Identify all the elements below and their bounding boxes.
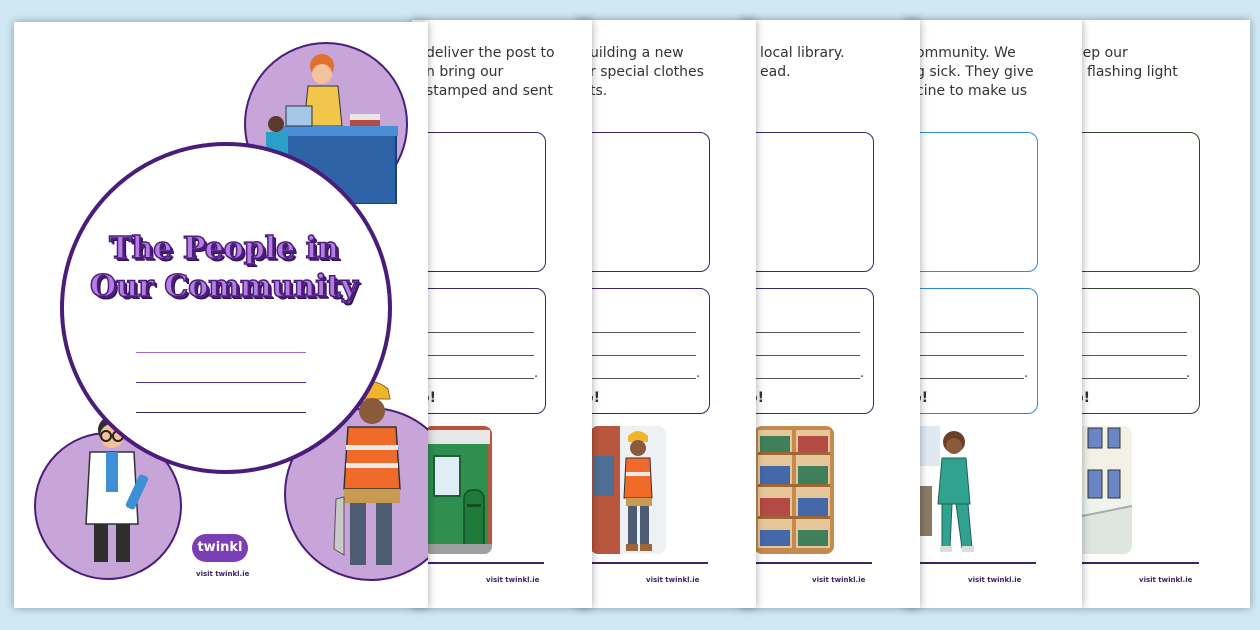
library-illustration bbox=[754, 426, 834, 554]
writing-line bbox=[412, 378, 534, 379]
wow-text: o! bbox=[1082, 390, 1091, 406]
title-circle bbox=[60, 142, 392, 474]
worksheet-text: eep our a flashing light bbox=[1082, 45, 1178, 80]
writing-box bbox=[904, 288, 1038, 414]
writing-box bbox=[412, 288, 546, 414]
footer-rule bbox=[1082, 562, 1199, 564]
writing-box bbox=[1082, 288, 1200, 414]
writing-line bbox=[576, 332, 696, 333]
cover-page: The People in Our Community twinkl visit… bbox=[14, 22, 428, 608]
worksheet-1: deliver the post to n bring our stamped … bbox=[412, 20, 592, 608]
worksheet-text: local library. ead. bbox=[760, 45, 845, 80]
name-line bbox=[136, 382, 306, 383]
writing-line bbox=[740, 378, 860, 379]
full-stop: . bbox=[1024, 366, 1029, 381]
writing-line bbox=[412, 332, 534, 333]
worksheet-text: deliver the post to n bring our stamped … bbox=[426, 45, 555, 99]
writing-line bbox=[740, 332, 860, 333]
full-stop: . bbox=[534, 366, 539, 381]
name-line bbox=[136, 412, 306, 413]
builder-illustration bbox=[590, 426, 666, 554]
footer-url: visit twinkl.ie bbox=[968, 576, 1022, 584]
worksheet-3: local library. ead. . o! visit twinkl.ie bbox=[740, 20, 920, 608]
writing-line bbox=[740, 355, 860, 356]
writing-line bbox=[904, 332, 1024, 333]
builder-illustration bbox=[333, 381, 401, 565]
footer-rule bbox=[904, 562, 1036, 564]
writing-line bbox=[904, 355, 1024, 356]
footer-url: visit twinkl.ie bbox=[646, 576, 700, 584]
nurse-illustration bbox=[912, 426, 990, 556]
twinkl-logo-text: twinkl bbox=[197, 540, 243, 555]
full-stop: . bbox=[696, 366, 701, 381]
post-office-illustration bbox=[424, 426, 492, 554]
drawing-box bbox=[904, 132, 1038, 272]
full-stop: . bbox=[1186, 366, 1191, 381]
writing-line bbox=[1082, 332, 1187, 333]
footer-url: visit twinkl.ie bbox=[812, 576, 866, 584]
writing-line bbox=[576, 355, 696, 356]
writing-box bbox=[740, 288, 874, 414]
writing-line bbox=[904, 378, 1024, 379]
full-stop: . bbox=[860, 366, 865, 381]
building-illustration bbox=[1082, 426, 1132, 554]
drawing-box bbox=[740, 132, 874, 272]
writing-line bbox=[576, 378, 696, 379]
worksheet-4: ommunity. We g sick. They give cine to m… bbox=[904, 20, 1082, 608]
footer-rule bbox=[576, 562, 708, 564]
writing-line bbox=[412, 355, 534, 356]
worksheet-5: eep our a flashing light . o! visit twin… bbox=[1082, 20, 1250, 608]
page-title: The People in Our Community bbox=[89, 230, 358, 305]
twinkl-logo: twinkl bbox=[192, 534, 248, 562]
writing-line bbox=[1082, 378, 1187, 379]
drawing-box bbox=[412, 132, 546, 272]
drawing-box bbox=[1082, 132, 1200, 272]
footer-rule bbox=[740, 562, 872, 564]
name-line bbox=[136, 352, 306, 353]
footer-url: visit twinkl.ie bbox=[196, 570, 250, 578]
writing-box bbox=[576, 288, 710, 414]
worksheet-2: uilding a new r special clothes ts. . o!… bbox=[576, 20, 756, 608]
worksheet-text: uilding a new r special clothes ts. bbox=[590, 45, 704, 99]
footer-rule bbox=[412, 562, 544, 564]
writing-line bbox=[1082, 355, 1187, 356]
footer-url: visit twinkl.ie bbox=[486, 576, 540, 584]
doctor-illustration bbox=[85, 416, 149, 562]
builder-circle bbox=[284, 381, 428, 581]
worksheet-text: ommunity. We g sick. They give cine to m… bbox=[916, 45, 1034, 99]
footer-url: visit twinkl.ie bbox=[1139, 576, 1193, 584]
drawing-box bbox=[576, 132, 710, 272]
